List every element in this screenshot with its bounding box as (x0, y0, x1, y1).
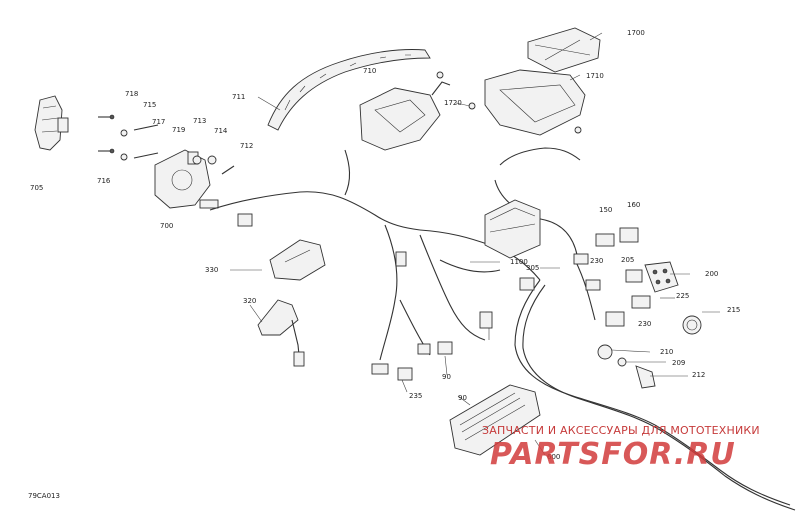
part-label-717: 717 (152, 118, 166, 126)
part-label-700: 700 (160, 222, 174, 230)
part-label-710: 710 (363, 67, 377, 75)
diagram-code: 79CA013 (28, 492, 60, 500)
main-wiring-harness (209, 147, 796, 511)
part-label-713: 713 (193, 117, 207, 125)
part-label-718: 718 (125, 90, 139, 98)
part-200-connector (644, 261, 679, 293)
part-705-switch-housing (34, 95, 69, 151)
part-label-715: 715 (143, 101, 157, 109)
part-label-719: 719 (172, 126, 186, 134)
leader-lines (230, 32, 720, 456)
part-label-330: 330 (205, 266, 219, 274)
part-label-209: 209 (672, 359, 686, 367)
part-label-320: 320 (243, 297, 257, 305)
part-label-225: 225 (676, 292, 690, 300)
part-label-711: 711 (232, 93, 246, 101)
part-label-150: 150 (599, 206, 613, 214)
part-215-round-connector (682, 315, 702, 335)
part-330-sensor (269, 239, 326, 281)
harness-connectors (237, 213, 535, 381)
part-label-200: 200 (705, 270, 719, 278)
connectors-150-160 (573, 227, 639, 265)
part-label-160: 160 (627, 201, 641, 209)
part-label-600: 600 (547, 453, 561, 461)
part-label-235: 235 (409, 392, 423, 400)
part-label-230-lower: 230 (638, 320, 652, 328)
part-label-205: 205 (621, 256, 635, 264)
part-711-bracket (267, 49, 431, 131)
watermark-logo: PARTSFOR.RU (490, 437, 736, 472)
part-label-90-upper: 90 (442, 373, 451, 381)
part-320-bracket (257, 299, 305, 367)
part-label-705: 705 (30, 184, 44, 192)
part-label-215: 215 (727, 306, 741, 314)
part-label-716: 716 (97, 177, 111, 185)
part-label-90-lower: 90 (458, 394, 467, 402)
part-label-1720: 1720 (444, 99, 462, 107)
part-label-212: 212 (692, 371, 706, 379)
part-1100-box (484, 199, 541, 259)
screws-718-716 (98, 114, 159, 161)
part-700-housing (154, 149, 235, 209)
part-1710-bracket (468, 69, 586, 136)
part-label-712: 712 (240, 142, 254, 150)
part-600-display (449, 384, 541, 456)
part-label-1700: 1700 (627, 29, 645, 37)
part-1700-plate (527, 27, 601, 73)
part-label-305: 305 (526, 264, 540, 272)
part-label-1100: 1100 (510, 258, 528, 266)
parts-210-209-212 (597, 344, 656, 389)
part-label-1710: 1710 (586, 72, 604, 80)
part-710-module (359, 71, 451, 151)
watermark-tagline: ЗАПЧАСТИ И АКСЕССУАРЫ ДЛЯ МОТОТЕХНИКИ (482, 424, 760, 437)
part-label-714: 714 (214, 127, 228, 135)
connectors-205-225-230 (585, 269, 651, 327)
part-label-230-upper: 230 (590, 257, 604, 265)
part-label-210: 210 (660, 348, 674, 356)
